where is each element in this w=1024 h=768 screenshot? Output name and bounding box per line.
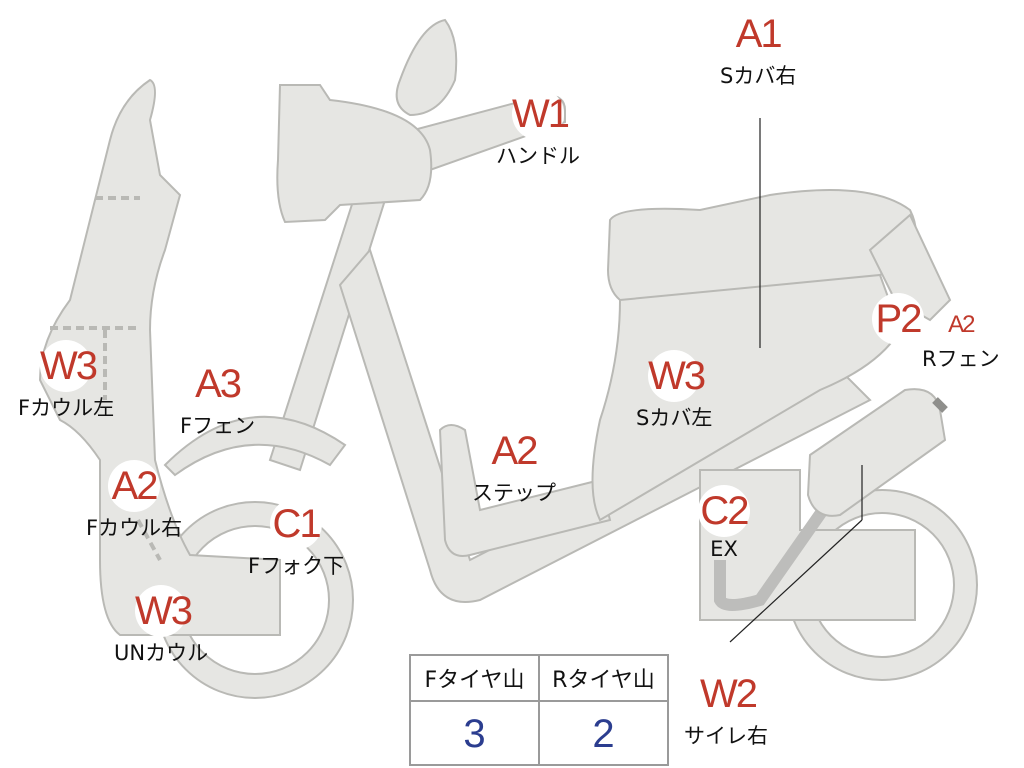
side-cover bbox=[591, 273, 902, 522]
part-name: ステップ bbox=[472, 481, 556, 505]
part-code: W2 bbox=[700, 668, 758, 720]
label-w3-scover: W3 Sカバ左 bbox=[636, 350, 712, 432]
table-header-row: Fタイヤ山 Rタイヤ山 bbox=[411, 656, 667, 702]
label-w3-fcowl: W3 Fカウル左 bbox=[18, 340, 114, 422]
windscreen bbox=[395, 18, 458, 117]
rear-grab bbox=[868, 213, 952, 322]
part-code: W3 bbox=[40, 340, 98, 392]
label-c2: C2 EX bbox=[698, 485, 750, 561]
rear-tire-value: 2 bbox=[538, 702, 667, 766]
label-p2: P2 bbox=[872, 293, 924, 345]
label-a3: A3 Fフェン bbox=[180, 358, 255, 440]
part-name: Fカウル左 bbox=[18, 396, 115, 420]
front-cowl bbox=[38, 78, 281, 636]
part-name: Sカバ右 bbox=[720, 64, 797, 88]
part-code: P2 bbox=[872, 293, 924, 345]
part-name: Rフェン bbox=[922, 347, 1000, 371]
part-code: W3 bbox=[648, 350, 706, 402]
part-name: Fフェン bbox=[180, 414, 256, 438]
table-value-row: 3 2 bbox=[411, 702, 667, 766]
label-w3-un: W3 UNカウル bbox=[114, 585, 208, 667]
label-a2-fcowl: A2 Fカウル右 bbox=[86, 460, 182, 542]
label-a2-rfen: A2 Rフェン bbox=[922, 307, 1000, 373]
front-tire-header: Fタイヤ山 bbox=[424, 668, 525, 693]
label-a2-step: A2 ステップ bbox=[472, 425, 556, 507]
front-fender bbox=[163, 416, 347, 477]
part-name: Fカウル右 bbox=[86, 516, 183, 540]
part-code: C2 bbox=[698, 485, 750, 537]
part-code: A1 bbox=[732, 8, 785, 60]
part-code: A3 bbox=[191, 358, 244, 410]
part-code: W1 bbox=[512, 88, 570, 140]
engine bbox=[699, 469, 916, 621]
part-name: EX bbox=[710, 537, 738, 561]
part-name: UNカウル bbox=[114, 641, 209, 665]
headlight-cover bbox=[276, 84, 433, 224]
rear-tire-header: Rタイヤ山 bbox=[538, 656, 667, 700]
part-name: ハンドル bbox=[496, 144, 580, 168]
part-code: A2 bbox=[488, 425, 540, 477]
part-name: Sカバ左 bbox=[636, 406, 713, 430]
part-name: サイレ右 bbox=[684, 724, 768, 748]
label-c1: C1 Fフォク下 bbox=[248, 498, 344, 580]
part-name: Fフォク下 bbox=[248, 554, 345, 578]
exhaust-pipe bbox=[714, 496, 835, 611]
part-code: A2 bbox=[108, 460, 161, 512]
front-tire-value: 3 bbox=[463, 711, 486, 756]
muffler bbox=[806, 388, 947, 517]
tire-tread-table: Fタイヤ山 Rタイヤ山 3 2 bbox=[409, 654, 669, 766]
frame bbox=[338, 247, 872, 603]
label-w1: W1 ハンドル bbox=[496, 88, 580, 170]
part-code: C1 bbox=[270, 498, 323, 550]
part-code: A2 bbox=[942, 307, 979, 343]
part-code: W3 bbox=[135, 585, 193, 637]
label-a1: A1 Sカバ右 bbox=[720, 8, 796, 90]
label-w2: W2 サイレ右 bbox=[684, 668, 768, 750]
